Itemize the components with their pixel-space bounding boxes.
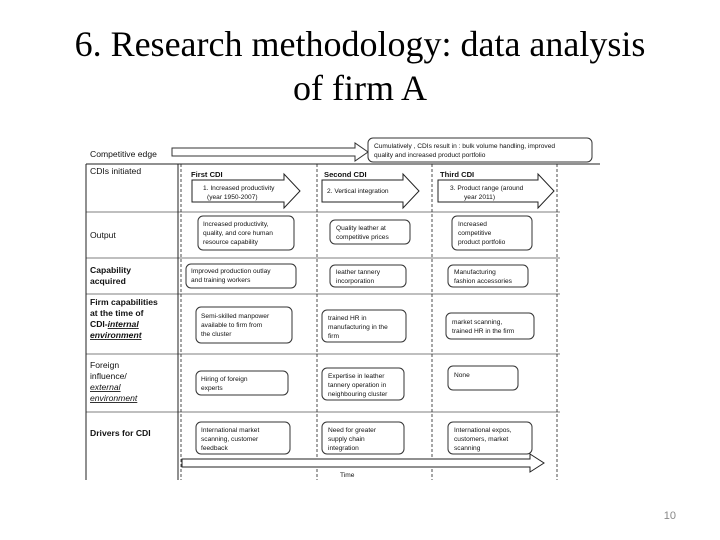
- third-cdi-arrow-text-1: 3. Product range (around: [450, 185, 524, 192]
- slide-title-line-2: of firm A: [293, 68, 427, 108]
- first-cdi-drivers-2: scanning, customer: [201, 436, 259, 443]
- row-label-firm-cap-3: CDI-internal: [90, 319, 139, 329]
- second-cdi-firm-box: [321, 309, 407, 343]
- second-cdi-drivers-3: integration: [328, 445, 359, 452]
- second-cdi-capability-2: incorporation: [336, 278, 374, 285]
- second-cdi-firm-3: firm: [328, 333, 339, 340]
- row-label-firm-cap-4: environment: [90, 330, 143, 340]
- competitive-edge-row: Competitive edge Cumulatively , CDIs res…: [90, 137, 593, 163]
- third-cdi-drivers-1: International expos,: [454, 427, 512, 434]
- second-cdi-drivers-2: supply chain: [328, 436, 365, 443]
- first-cdi-foreign-1: Hiring of foreign: [201, 376, 248, 383]
- first-cdi-column: First CDI 1. Increased productivity (yea…: [185, 170, 301, 455]
- table-frame: [85, 163, 600, 480]
- first-cdi-foreign-box: [195, 370, 289, 396]
- third-cdi-arrow-text-2: year 2011): [464, 194, 495, 201]
- competitive-edge-arrow: [171, 142, 369, 162]
- second-cdi-output-2: competitive prices: [336, 234, 389, 241]
- third-cdi-output-1: Increased: [458, 221, 487, 228]
- first-cdi-firm-2: available to firm from: [201, 322, 263, 329]
- first-cdi-head: First CDI: [191, 170, 223, 179]
- first-cdi-capability-box: [185, 263, 297, 289]
- row-label-drivers: Drivers for CDI: [90, 428, 151, 438]
- first-cdi-foreign-2: experts: [201, 385, 223, 392]
- row-label-foreign-2: influence/: [90, 371, 127, 381]
- first-cdi-capability-2: and training workers: [191, 277, 251, 284]
- second-cdi-output-1: Quality leather at: [336, 225, 386, 232]
- row-label-output: Output: [90, 230, 116, 240]
- first-cdi-drivers-1: International market: [201, 427, 259, 434]
- second-cdi-foreign-box: [321, 367, 405, 401]
- row-label-foreign-4: environment: [90, 393, 138, 403]
- third-cdi-drivers-3: scanning: [454, 445, 481, 452]
- third-cdi-arrow: [437, 172, 555, 210]
- row-label-capability-1: Capability: [90, 265, 131, 275]
- third-cdi-column: Third CDI 3. Product range (around year …: [437, 170, 555, 455]
- competitive-edge-text-2: quality and increased product portfolio: [374, 152, 486, 159]
- second-cdi-arrow-text-1: 2. Vertical integration: [327, 188, 389, 195]
- first-cdi-drivers-3: feedback: [201, 445, 228, 452]
- second-cdi-capability-box: [329, 264, 407, 288]
- first-cdi-arrow: [191, 172, 301, 210]
- third-cdi-capability-box: [447, 264, 529, 288]
- third-cdi-foreign-1: None: [454, 372, 470, 379]
- second-cdi-foreign-2: tannery operation in: [328, 382, 387, 389]
- second-cdi-arrow: [321, 172, 420, 210]
- third-cdi-capability-1: Manufacturing: [454, 269, 496, 276]
- second-cdi-firm-2: manufacturing in the: [328, 324, 388, 331]
- third-cdi-firm-box: [445, 312, 535, 340]
- row-label-firm-cap-2: at the time of: [90, 308, 144, 318]
- second-cdi-capability-1: leather tannery: [336, 269, 381, 276]
- first-cdi-capability-1: Improved production outlay: [191, 268, 271, 275]
- first-cdi-firm-box: [195, 306, 293, 344]
- second-cdi-column: Second CDI 2. Vertical integration Quali…: [321, 170, 420, 455]
- third-cdi-output-3: product portfolio: [458, 239, 506, 246]
- first-cdi-arrow-text-2: (year 1950-2007): [207, 194, 258, 201]
- first-cdi-output-2: quality, and core human: [203, 230, 273, 237]
- row-label-capability-2: acquired: [90, 276, 126, 286]
- first-cdi-arrow-text-1: 1. Increased productivity: [203, 185, 275, 192]
- third-cdi-firm-1: market scanning,: [452, 319, 502, 326]
- third-cdi-foreign-box: [447, 365, 519, 391]
- third-cdi-firm-2: trained HR in the firm: [452, 328, 515, 335]
- second-cdi-foreign-1: Expertise in leather: [328, 373, 385, 380]
- time-arrow-group: Time: [181, 453, 545, 479]
- third-cdi-output-box: [451, 215, 533, 251]
- third-cdi-drivers-box: [447, 421, 533, 455]
- competitive-edge-label: Competitive edge: [90, 149, 157, 159]
- row-label-foreign-1: Foreign: [90, 360, 119, 370]
- third-cdi-output-2: competitive: [458, 230, 492, 237]
- competitive-edge-box: [367, 137, 593, 163]
- slide-title-line-1: 6. Research methodology: data analysis: [74, 24, 646, 64]
- first-cdi-firm-3: the cluster: [201, 331, 232, 338]
- first-cdi-firm-1: Semi-skilled manpower: [201, 313, 270, 320]
- page-number: 10: [663, 510, 676, 522]
- second-cdi-output-box: [329, 219, 411, 245]
- time-label: Time: [340, 472, 355, 479]
- first-cdi-drivers-box: [195, 421, 291, 455]
- third-cdi-drivers-2: customers, market: [454, 436, 508, 443]
- first-cdi-output-1: Increased productivity,: [203, 221, 269, 228]
- third-cdi-capability-2: fashion accessories: [454, 278, 513, 285]
- second-cdi-foreign-3: neighbouring cluster: [328, 391, 388, 398]
- row-label-cdis-initiated: CDIs initiated: [90, 166, 141, 176]
- first-cdi-output-box: [197, 215, 295, 251]
- second-cdi-head: Second CDI: [324, 170, 367, 179]
- slide-title: 6. Research methodology: data analysis o…: [0, 22, 720, 110]
- third-cdi-head: Third CDI: [440, 170, 474, 179]
- competitive-edge-text-1: Cumulatively , CDIs result in : bulk vol…: [374, 143, 555, 150]
- row-labels: CDIs initiated Output Capability acquire…: [90, 166, 158, 438]
- first-cdi-output-3: resource capability: [203, 239, 259, 246]
- second-cdi-drivers-box: [321, 421, 405, 455]
- second-cdi-firm-1: trained HR in: [328, 315, 367, 322]
- second-cdi-drivers-1: Need for greater: [328, 427, 377, 434]
- row-label-firm-cap-1: Firm capabilities: [90, 297, 158, 307]
- time-arrow: [181, 453, 545, 473]
- row-label-foreign-3: external: [90, 382, 122, 392]
